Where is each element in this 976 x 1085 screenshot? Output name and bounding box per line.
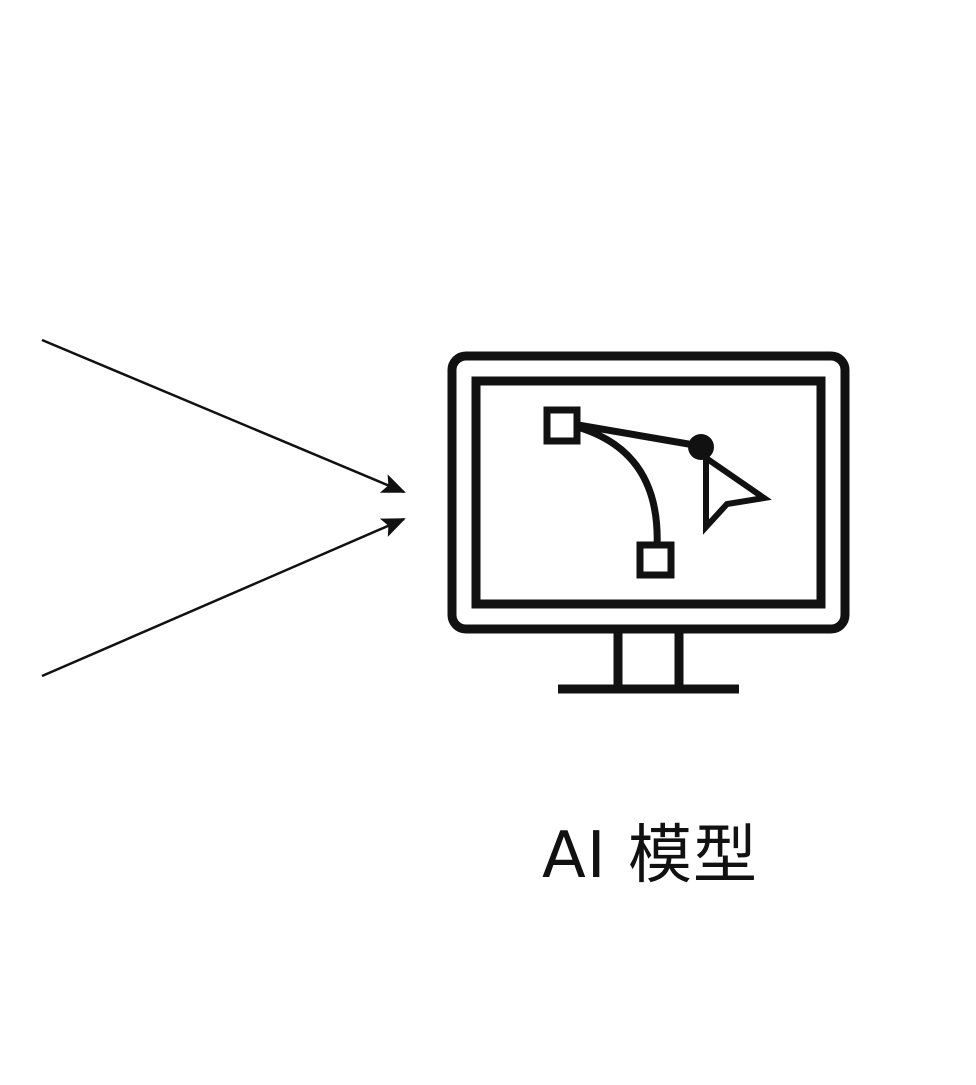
cursor-arrow-icon [703, 452, 772, 535]
monitor-icon [447, 351, 850, 694]
incoming-arrow-lower [41, 517, 406, 678]
incoming-arrow-upper [41, 338, 406, 494]
vector-pen-tool-icon [543, 406, 714, 579]
model-caption: AI 模型 [542, 819, 758, 893]
